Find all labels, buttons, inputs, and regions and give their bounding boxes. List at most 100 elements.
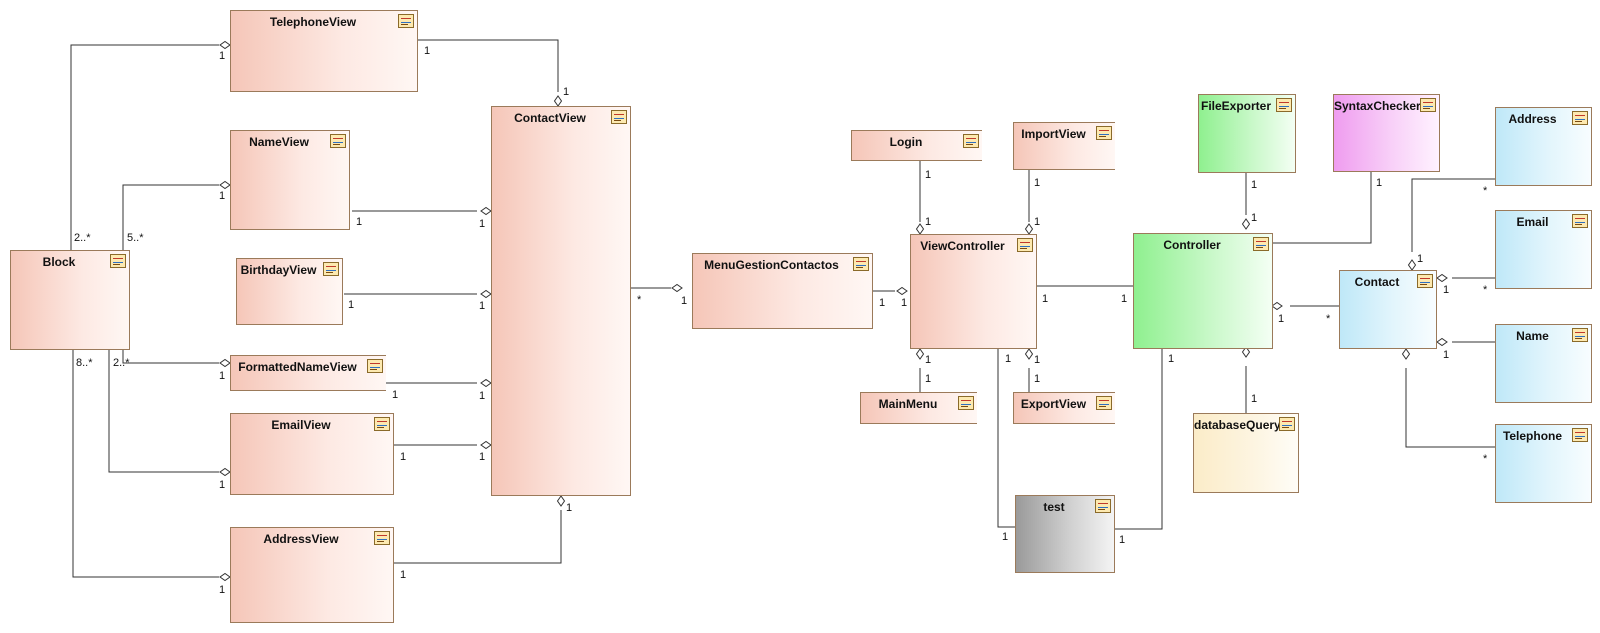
class-icon [374,531,390,545]
class-name: Telephone [1502,429,1563,443]
class-name: FormattedNameView [238,360,357,374]
class-address-view[interactable]: AddressView [230,527,394,623]
class-icon [1572,214,1588,228]
class-name: Controller [1163,238,1221,252]
class-telephone[interactable]: Telephone [1495,424,1592,503]
class-name-view[interactable]: NameView [230,130,350,230]
multiplicity-label: 1 [1443,284,1450,296]
multiplicity-label: 1 [563,86,570,98]
class-telephone-view[interactable]: TelephoneView [230,10,418,92]
class-icon [853,257,869,271]
multiplicity-label: * [637,294,642,306]
class-view-controller[interactable]: ViewController [910,234,1037,349]
class-address[interactable]: Address [1495,107,1592,186]
class-import-view[interactable]: ImportView [1013,122,1115,170]
multiplicity-label: 1 [219,190,226,202]
multiplicity-label: * [1326,313,1331,325]
class-login[interactable]: Login [851,130,982,161]
class-menu-gestion-contactos[interactable]: MenuGestionContactos [692,253,873,329]
multiplicity-label: * [1483,185,1488,197]
multiplicity-label: 1 [1121,293,1128,305]
multiplicity-label: 1 [400,451,407,463]
class-name-model[interactable]: Name [1495,324,1592,403]
class-birthday-view[interactable]: BirthdayView [236,258,343,325]
multiplicity-label: 1 [219,479,226,491]
multiplicity-label: 1 [925,216,932,228]
class-icon [1572,428,1588,442]
multiplicity-label: 1 [1251,393,1258,405]
multiplicity-label: 1 [1168,353,1175,365]
class-icon [1096,396,1112,410]
class-name: ExportView [1020,397,1087,411]
multiplicity-label: 1 [1417,253,1424,265]
class-icon [398,14,414,28]
multiplicity-label: 1 [1376,177,1383,189]
class-controller[interactable]: Controller [1133,233,1273,349]
multiplicity-label: 1 [424,45,431,57]
class-syntax-checker[interactable]: SyntaxChecker [1333,94,1440,172]
class-icon [1253,237,1269,251]
class-name: AddressView [263,532,339,546]
class-contact[interactable]: Contact [1339,270,1437,349]
class-icon [1417,274,1433,288]
class-export-view[interactable]: ExportView [1013,392,1115,424]
class-block[interactable]: Block [10,250,130,350]
multiplicity-label: 1 [1034,177,1041,189]
class-name: Address [1508,112,1557,126]
class-icon [1095,499,1111,513]
class-icon [1017,238,1033,252]
class-name: Name [1516,329,1549,343]
multiplicity-label: 1 [566,502,573,514]
multiplicity-label: 1 [400,569,407,581]
class-name: test [1043,500,1065,514]
class-name: Email [1516,215,1549,229]
class-name: MainMenu [878,397,938,411]
class-icon [367,359,383,373]
multiplicity-label: 1 [392,389,399,401]
class-database-query[interactable]: databaseQuery [1193,413,1299,493]
class-icon [963,134,979,148]
multiplicity-label: 1 [1443,349,1450,361]
class-formatted-name-view[interactable]: FormattedNameView [230,355,386,391]
multiplicity-label: 1 [1278,313,1285,325]
class-email-view[interactable]: EmailView [230,413,394,495]
multiplicity-label: 1 [479,451,486,463]
multiplicity-label: * [1483,453,1488,465]
multiplicity-label: 1 [1034,354,1041,366]
class-name: Block [42,255,76,269]
class-icon [1276,98,1292,112]
class-icon [1572,328,1588,342]
multiplicity-label: 1 [356,216,363,228]
class-name: Login [889,135,923,149]
multiplicity-label: 1 [879,297,886,309]
multiplicity-label: 1 [925,169,932,181]
class-name: ViewController [920,239,1005,253]
class-email[interactable]: Email [1495,210,1592,289]
class-name: ContactView [514,111,586,125]
class-icon [1279,417,1295,431]
multiplicity-label: 1 [219,50,226,62]
class-name: EmailView [271,418,331,432]
multiplicity-label: 1 [1034,373,1041,385]
class-file-exporter[interactable]: FileExporter [1198,94,1296,173]
multiplicity-label: 1 [219,370,226,382]
class-icon [330,134,346,148]
class-icon [110,254,126,268]
class-icon [611,110,627,124]
multiplicity-label: 2..* [74,232,91,244]
multiplicity-label: 1 [219,584,226,596]
class-name: BirthdayView [240,263,317,277]
multiplicity-label: 1 [479,300,486,312]
multiplicity-label: 1 [1005,353,1012,365]
class-main-menu[interactable]: MainMenu [860,392,977,424]
multiplicity-label: 1 [479,218,486,230]
class-contact-view[interactable]: ContactView [491,106,631,496]
class-test[interactable]: test [1015,495,1115,573]
class-name: ImportView [1021,127,1086,141]
multiplicity-label: 1 [925,373,932,385]
multiplicity-label: 1 [1034,216,1041,228]
multiplicity-label: 1 [901,297,908,309]
class-name: databaseQuery [1194,418,1281,432]
multiplicity-label: 5..* [127,232,144,244]
